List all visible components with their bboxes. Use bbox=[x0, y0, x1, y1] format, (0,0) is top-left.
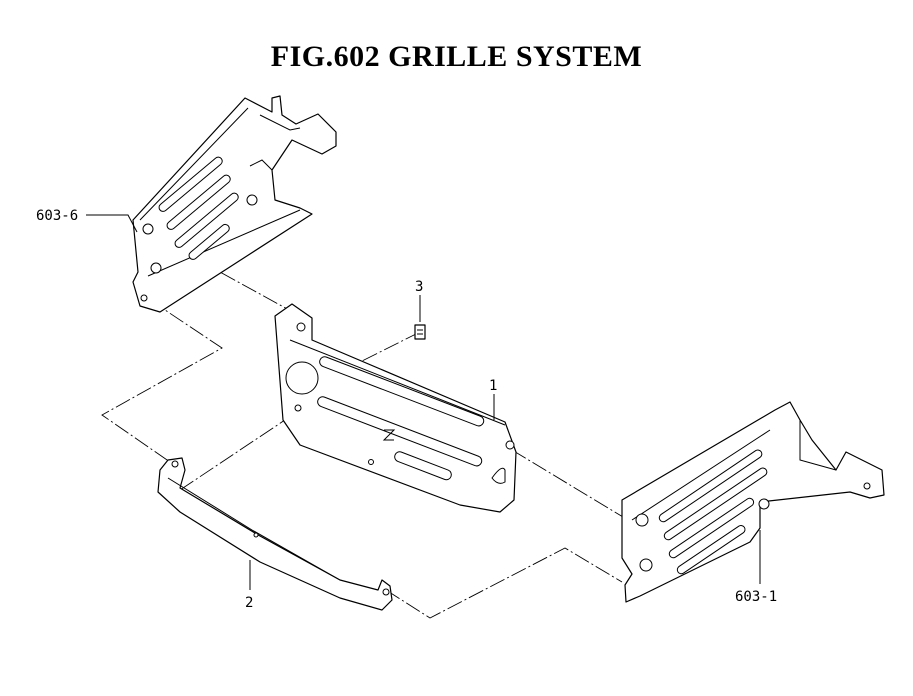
callout-603-1: 603-1 bbox=[735, 589, 777, 605]
grille-top-edge bbox=[289, 339, 506, 426]
clip bbox=[414, 324, 426, 340]
lower-bar-right-hole bbox=[382, 588, 390, 596]
left-panel-edge bbox=[139, 107, 249, 221]
lower-bar-edge bbox=[167, 477, 341, 581]
right-panel-bolt-upper bbox=[635, 513, 649, 527]
right-slot-1 bbox=[658, 449, 763, 523]
left-slot-1 bbox=[158, 156, 223, 212]
left-panel-bolt-inner bbox=[246, 194, 258, 206]
left-panel-bolt-lower bbox=[150, 262, 162, 274]
right-panel-slots bbox=[658, 449, 768, 575]
lower-bar-left-hole bbox=[171, 460, 179, 468]
grille-top-hole bbox=[296, 322, 306, 332]
grille-slot-1 bbox=[319, 356, 485, 427]
left-panel-inner-corner bbox=[249, 159, 273, 171]
left-slot-4 bbox=[188, 223, 230, 260]
grille-body bbox=[274, 303, 517, 513]
grille-slots bbox=[317, 356, 485, 481]
assembly-line-bar-to-right-panel bbox=[385, 547, 623, 619]
figure-title: FIG.602 GRILLE SYSTEM bbox=[270, 40, 643, 73]
left-slot-3 bbox=[174, 192, 239, 248]
lower-bar-mid-hole bbox=[253, 532, 259, 538]
callout-2: 2 bbox=[245, 595, 253, 611]
left-panel-bolt-upper bbox=[142, 223, 154, 235]
assembly-line-left-panel-to-bar bbox=[101, 299, 223, 463]
grille-slot-2 bbox=[317, 396, 483, 467]
right-panel-edge bbox=[631, 429, 771, 521]
leaders bbox=[86, 214, 761, 590]
assembly-line-grille-to-right-panel bbox=[511, 449, 629, 521]
lower-bar bbox=[157, 457, 393, 611]
right-slot-2 bbox=[663, 467, 768, 541]
clip-detail bbox=[417, 329, 423, 335]
callout-3: 3 bbox=[415, 279, 423, 295]
callout-1: 1 bbox=[489, 378, 497, 394]
grille-side-opening bbox=[491, 467, 506, 484]
grille-round-opening bbox=[285, 361, 319, 395]
right-slot-4 bbox=[676, 525, 746, 575]
left-slot-2 bbox=[166, 174, 231, 230]
left-panel-body bbox=[132, 95, 337, 313]
grille-emblem bbox=[382, 429, 396, 441]
grille-right-hole bbox=[505, 440, 515, 450]
right-panel-hole bbox=[863, 482, 871, 490]
left-panel-slots bbox=[158, 156, 239, 260]
left-panel-fold bbox=[147, 209, 301, 277]
right-slot-3 bbox=[668, 497, 755, 559]
right-side-panel bbox=[621, 401, 885, 603]
leader-603-6 bbox=[86, 214, 138, 233]
right-panel-bolt-inner bbox=[758, 498, 770, 510]
grille-bottom-hole bbox=[368, 459, 374, 465]
right-panel-flange bbox=[799, 420, 837, 471]
left-panel-hole bbox=[140, 294, 148, 302]
right-panel-bolt-lower bbox=[639, 558, 653, 572]
grille-left-hole bbox=[294, 404, 302, 412]
clip-body bbox=[414, 324, 426, 340]
main-grille bbox=[274, 303, 517, 513]
left-panel-top-flange bbox=[259, 114, 301, 131]
assembly-line-bar-to-grille bbox=[179, 409, 301, 491]
callout-603-6: 603-6 bbox=[36, 208, 78, 224]
grille-slot-3 bbox=[394, 451, 452, 481]
left-side-panel bbox=[132, 95, 337, 313]
lower-bar-body bbox=[157, 457, 393, 611]
